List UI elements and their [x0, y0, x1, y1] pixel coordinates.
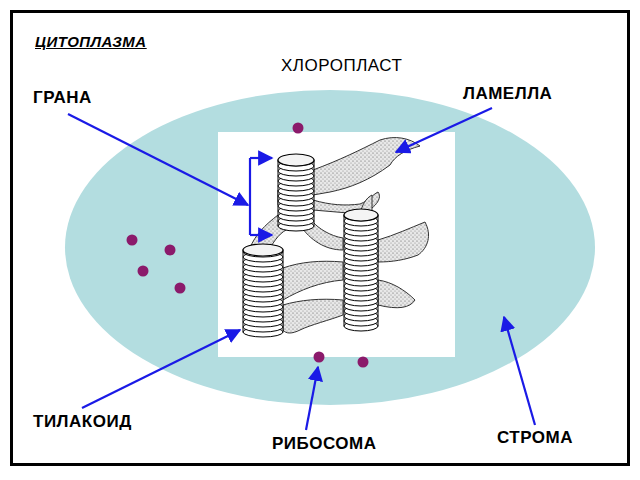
part-label: СТРОМА — [497, 428, 573, 448]
part-label: РИБОСОМА — [272, 434, 377, 454]
part-label: ГРАНА — [33, 88, 92, 108]
grana-stacks — [243, 154, 378, 337]
organelle-title: ХЛОРОПЛАСТ — [281, 56, 402, 76]
illustration-panel — [218, 132, 455, 357]
part-label: ТИЛАКОИД — [33, 412, 132, 432]
part-label: ЛАМЕЛЛА — [463, 84, 552, 104]
leader-lines — [68, 108, 535, 430]
ribosome-dots — [127, 123, 369, 368]
region-title: ЦИТОПЛАЗМА — [35, 33, 147, 50]
